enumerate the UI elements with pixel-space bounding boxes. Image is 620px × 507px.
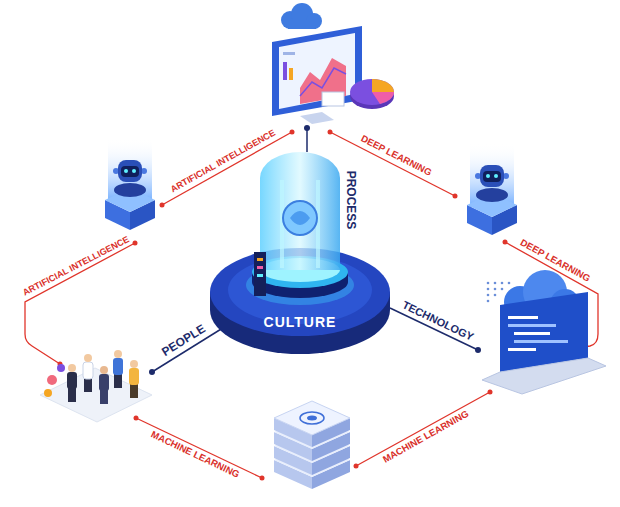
node-title: CULTURE bbox=[210, 314, 390, 330]
people-icon bbox=[129, 368, 139, 385]
pillar-dot bbox=[304, 125, 310, 131]
dashboard-icon bbox=[372, 92, 394, 104]
laptop-icon bbox=[487, 282, 490, 285]
platform-disc bbox=[260, 152, 340, 270]
laptop-icon bbox=[501, 288, 504, 291]
platform-disc bbox=[254, 252, 266, 296]
wire bbox=[25, 132, 598, 478]
dashboard-icon bbox=[288, 20, 316, 29]
pillar-dot bbox=[475, 347, 481, 353]
people-icon bbox=[44, 389, 52, 397]
wire-label: ARTIFICIAL INTELLIGENCE bbox=[19, 233, 132, 298]
wire-dot bbox=[134, 416, 139, 421]
people-icon bbox=[67, 372, 77, 389]
platform-disc bbox=[257, 258, 263, 261]
people-icon bbox=[84, 378, 92, 392]
wire-dot bbox=[488, 390, 493, 395]
wire-dot bbox=[354, 464, 359, 469]
dashboard-icon bbox=[372, 79, 394, 92]
people-icon bbox=[113, 350, 123, 388]
laptop-icon bbox=[487, 300, 490, 303]
platform-disc bbox=[257, 274, 263, 277]
people-icon bbox=[129, 360, 139, 398]
laptop-icon bbox=[482, 270, 606, 394]
people-icon bbox=[83, 362, 93, 379]
people-icon bbox=[68, 388, 76, 402]
platform-disc bbox=[283, 201, 317, 235]
wire-dot bbox=[328, 130, 333, 135]
people-icon bbox=[83, 354, 93, 392]
laptop-icon bbox=[508, 316, 538, 319]
laptop-icon bbox=[494, 282, 497, 285]
people-icon bbox=[130, 360, 138, 368]
people-icon bbox=[40, 368, 152, 422]
people-icon bbox=[114, 374, 122, 388]
pillar-label: TECHNOLOGY bbox=[398, 298, 477, 345]
people-icon bbox=[99, 366, 109, 404]
dashboard-icon bbox=[272, 26, 362, 116]
laptop-icon bbox=[508, 324, 556, 327]
dashboard-icon bbox=[283, 62, 287, 80]
platform-disc bbox=[290, 211, 310, 225]
laptop-icon bbox=[514, 340, 568, 343]
people-icon bbox=[67, 364, 77, 402]
people-icon bbox=[47, 375, 57, 385]
dashboard-icon bbox=[283, 52, 295, 55]
wire bbox=[136, 418, 262, 478]
pillar-label: PEOPLE bbox=[158, 321, 210, 361]
dashboard-icon bbox=[300, 112, 334, 124]
wire-label: MACHINE LEARNING bbox=[379, 408, 472, 467]
wire-dot bbox=[160, 203, 165, 208]
laptop-icon bbox=[487, 282, 511, 303]
dashboard-icon bbox=[272, 3, 394, 124]
platform-disc: CULTURE bbox=[210, 140, 390, 355]
people-icon bbox=[99, 374, 109, 391]
people-icon bbox=[40, 350, 152, 422]
people-icon bbox=[130, 384, 138, 398]
people-icon bbox=[68, 364, 76, 372]
pillar-line bbox=[306, 128, 308, 152]
laptop-icon bbox=[514, 332, 550, 335]
people-icon bbox=[113, 358, 123, 375]
laptop-icon bbox=[501, 282, 504, 285]
wire-dot bbox=[290, 130, 295, 135]
wire-dot bbox=[260, 476, 265, 481]
platform-disc bbox=[257, 266, 263, 269]
dashboard-icon bbox=[289, 68, 293, 80]
people-icon bbox=[100, 390, 108, 404]
people-icon bbox=[100, 366, 108, 374]
pillar-dot bbox=[149, 125, 481, 375]
dashboard-icon bbox=[279, 33, 355, 109]
wire-dot bbox=[133, 241, 138, 246]
laptop-icon bbox=[494, 294, 497, 297]
robot-icon bbox=[105, 138, 155, 230]
dashboard-icon bbox=[350, 79, 394, 105]
wire-label: DEEP LEARNING bbox=[357, 132, 435, 179]
wire-label: MACHINE LEARNING bbox=[147, 428, 243, 481]
dashboard-icon bbox=[322, 92, 344, 106]
wire-label: DEEP LEARNING bbox=[516, 237, 593, 286]
laptop-icon bbox=[494, 288, 497, 291]
wire-dot bbox=[453, 194, 458, 199]
server-icon bbox=[300, 412, 324, 424]
server-icon bbox=[307, 416, 317, 421]
wire-dot bbox=[503, 240, 508, 245]
pillar-label: PROCESS bbox=[343, 169, 357, 232]
laptop-icon bbox=[508, 282, 511, 285]
people-icon bbox=[57, 364, 65, 372]
laptop-icon bbox=[487, 288, 490, 291]
laptop-icon bbox=[482, 358, 606, 394]
pillar-dot bbox=[149, 369, 155, 375]
laptop-icon bbox=[508, 348, 536, 351]
people-icon bbox=[84, 354, 92, 362]
laptop-icon bbox=[487, 294, 490, 297]
pillar-line bbox=[152, 128, 478, 372]
server-icon bbox=[274, 401, 350, 489]
server-icon bbox=[274, 401, 350, 435]
wire bbox=[356, 392, 490, 466]
robot-icon bbox=[467, 143, 517, 235]
people-icon bbox=[114, 350, 122, 358]
